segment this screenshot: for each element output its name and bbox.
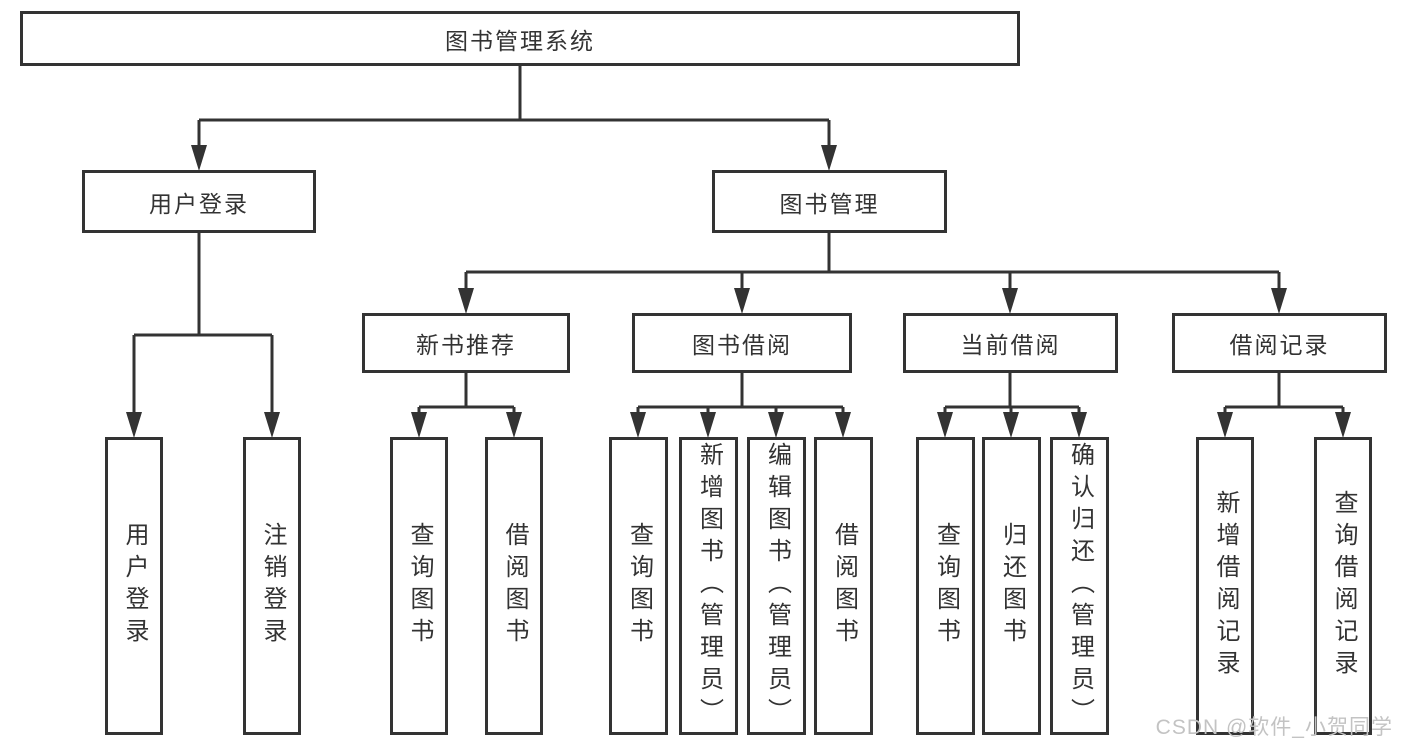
leaf-current-query-books-label: 查询图书 [932, 522, 960, 650]
node-current-borrowing: 当前借阅 [903, 313, 1118, 373]
leaf-logout-label: 注销登录 [259, 522, 286, 650]
leaf-recommend-query-books-label: 查询图书 [406, 522, 433, 650]
leaf-edit-books-admin-label: 编辑图书（管理员） [763, 442, 791, 730]
leaf-logout: 注销登录 [243, 437, 301, 735]
csdn-watermark: CSDN @软件_小贺同学 [1155, 716, 1393, 739]
node-borrowing-records: 借阅记录 [1172, 313, 1387, 373]
leaf-confirm-return-admin: 确认归还（管理员） [1050, 437, 1109, 735]
node-root-label: 图书管理系统 [445, 27, 595, 54]
leaf-user-login-label: 用户登录 [121, 522, 148, 650]
leaf-confirm-return-admin-label: 确认归还（管理员） [1066, 442, 1094, 730]
leaf-add-borrow-record: 新增借阅记录 [1196, 437, 1254, 735]
node-user-login: 用户登录 [82, 170, 316, 233]
node-book-management-label: 图书管理 [779, 190, 880, 217]
leaf-recommend-borrow-books: 借阅图书 [485, 437, 543, 735]
leaf-borrowing-query-books: 查询图书 [609, 437, 668, 735]
node-current-borrowing-label: 当前借阅 [960, 332, 1061, 358]
node-book-borrowing-label: 图书借阅 [692, 332, 792, 358]
node-root-library-system: 图书管理系统 [20, 11, 1020, 66]
leaf-borrowing-borrow-books: 借阅图书 [814, 437, 873, 735]
leaf-add-books-admin-label: 新增图书（管理员） [695, 442, 723, 730]
leaf-recommend-borrow-books-label: 借阅图书 [501, 522, 528, 650]
leaf-return-books-label: 归还图书 [998, 522, 1026, 650]
leaf-query-borrow-record: 查询借阅记录 [1314, 437, 1372, 735]
leaf-add-borrow-record-label: 新增借阅记录 [1212, 490, 1239, 682]
leaf-query-borrow-record-label: 查询借阅记录 [1330, 490, 1357, 682]
leaf-return-books: 归还图书 [982, 437, 1041, 735]
leaf-borrowing-query-books-label: 查询图书 [625, 522, 653, 650]
node-user-login-label: 用户登录 [149, 190, 249, 217]
node-new-book-recommend: 新书推荐 [362, 313, 570, 373]
node-book-borrowing: 图书借阅 [632, 313, 852, 373]
leaf-borrowing-borrow-books-label: 借阅图书 [830, 522, 858, 650]
leaf-edit-books-admin: 编辑图书（管理员） [747, 437, 806, 735]
leaf-user-login: 用户登录 [105, 437, 163, 735]
node-new-book-recommend-label: 新书推荐 [416, 332, 516, 358]
node-borrowing-records-label: 借阅记录 [1229, 332, 1330, 358]
node-book-management: 图书管理 [712, 170, 947, 233]
leaf-recommend-query-books: 查询图书 [390, 437, 448, 735]
leaf-current-query-books: 查询图书 [916, 437, 975, 735]
leaf-add-books-admin: 新增图书（管理员） [679, 437, 738, 735]
